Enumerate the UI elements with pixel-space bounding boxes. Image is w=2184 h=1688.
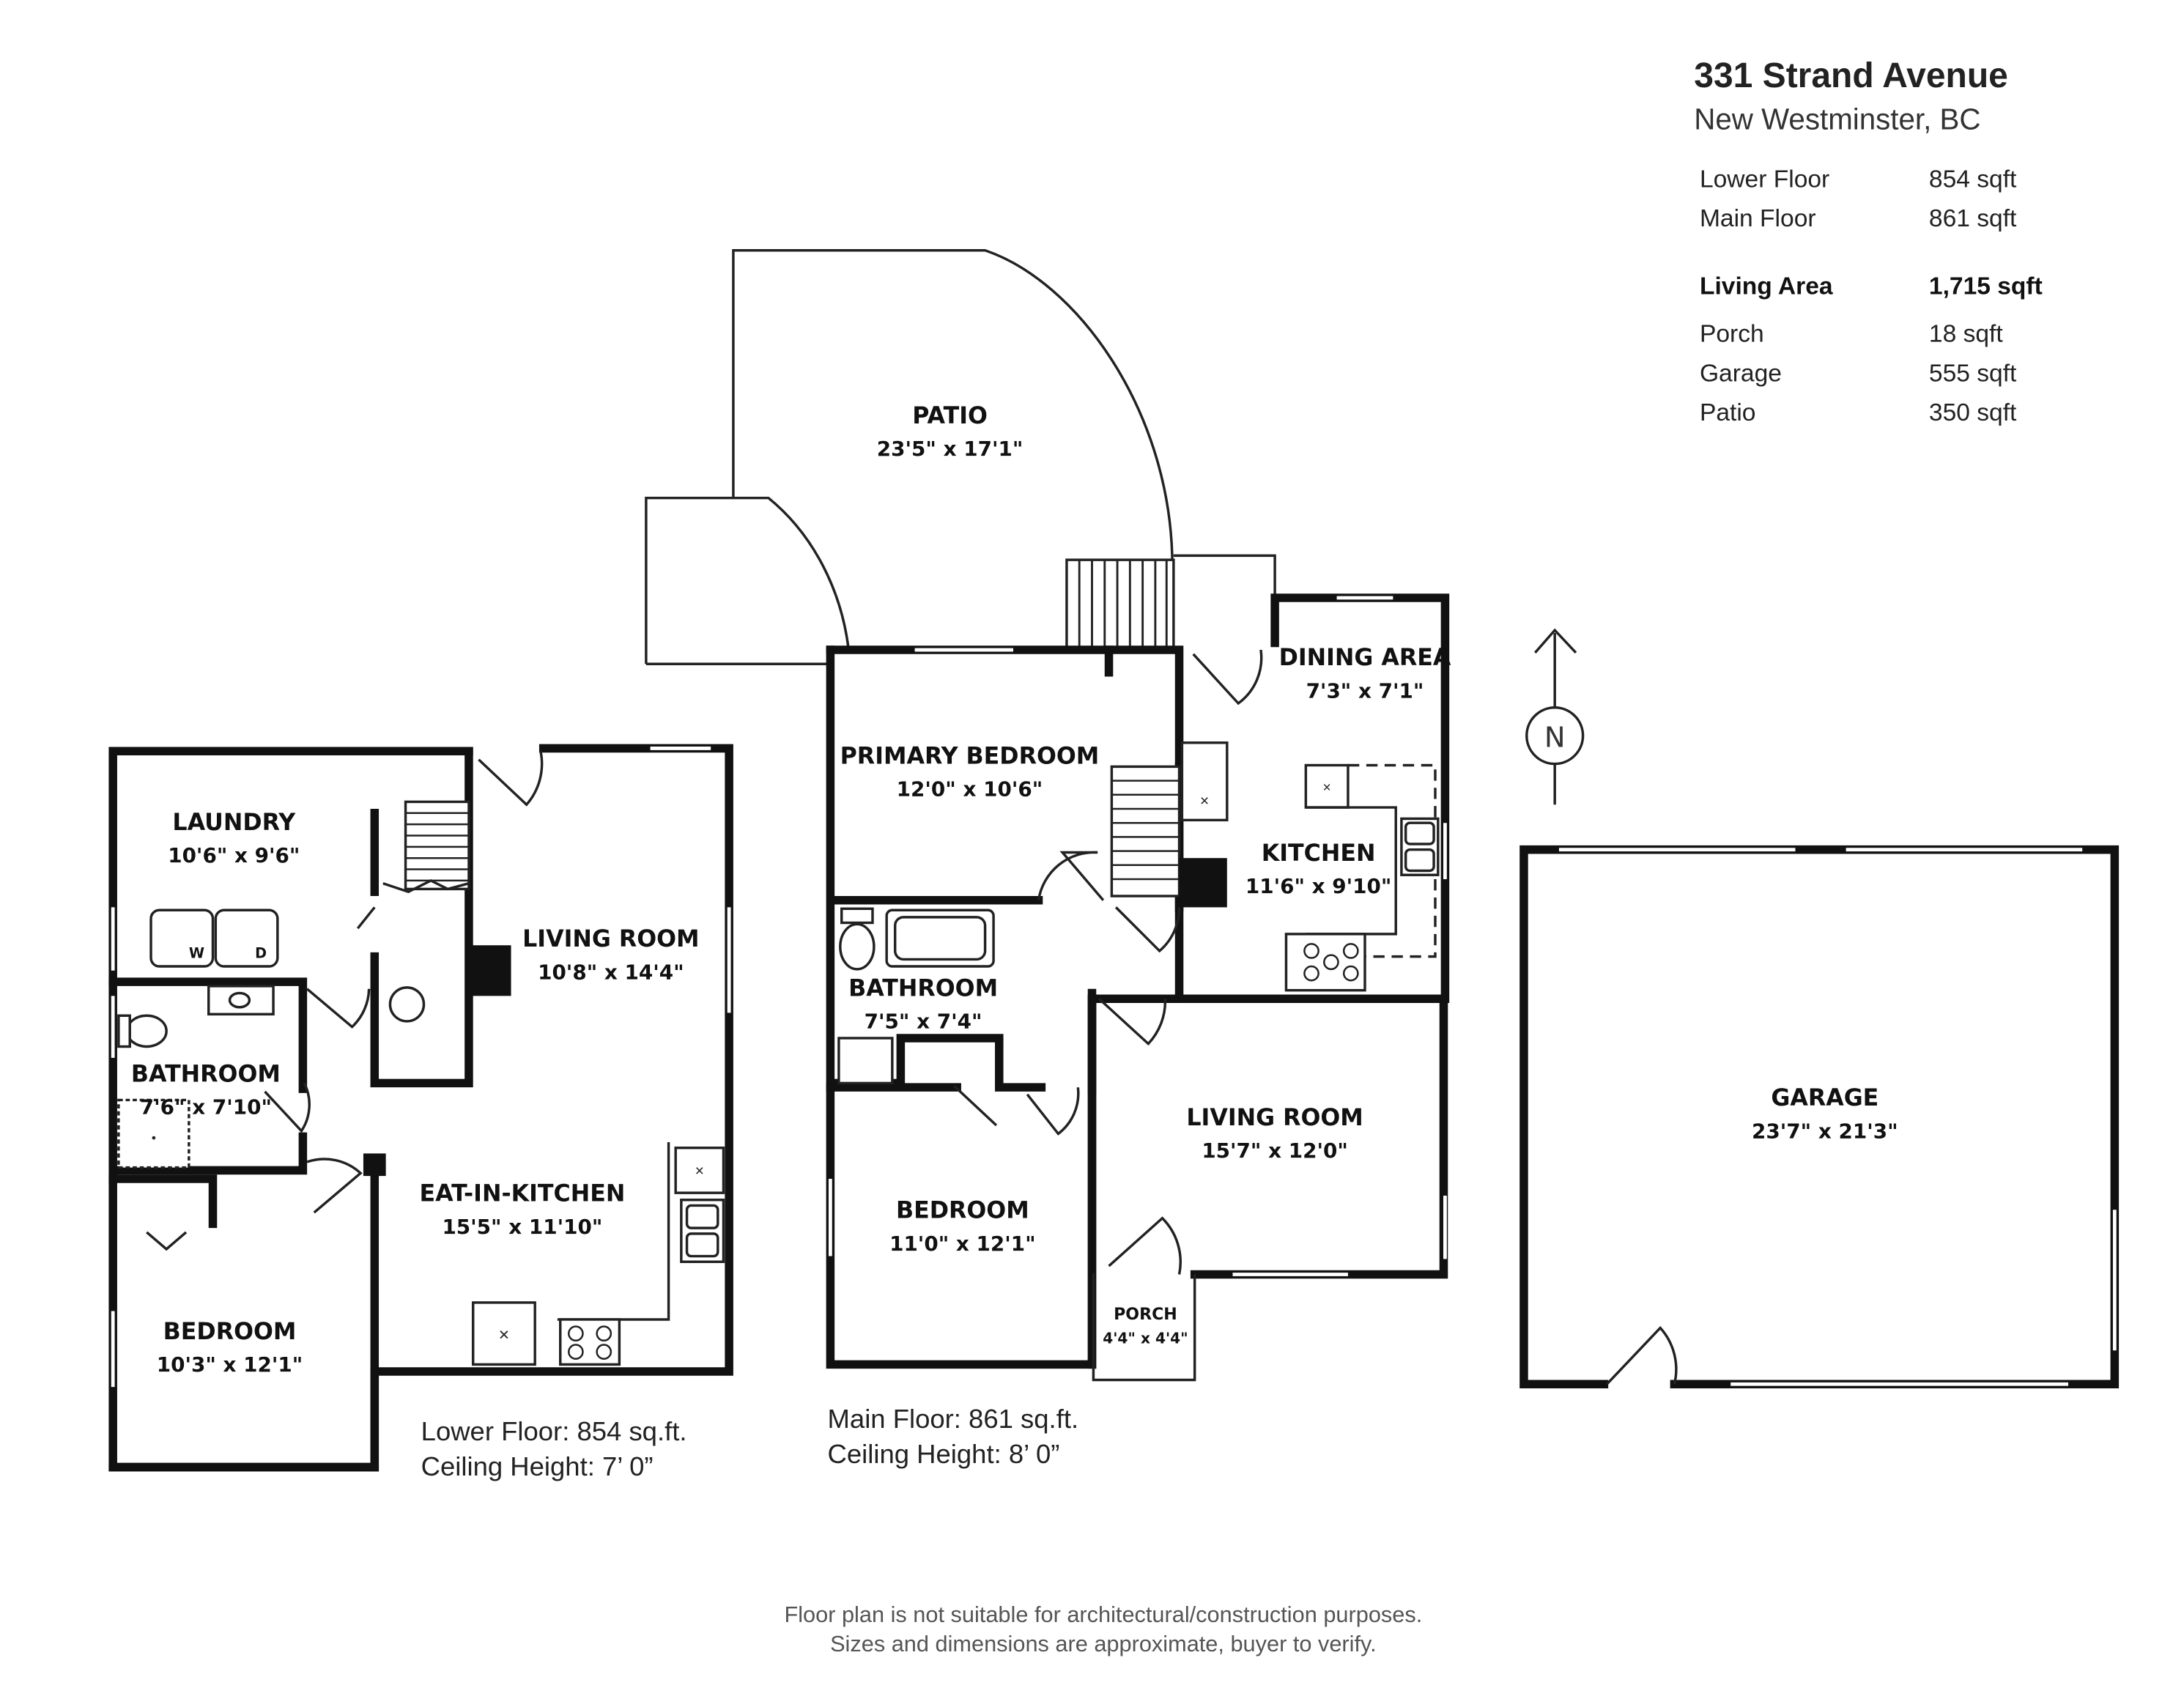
- address-title: 331 Strand Avenue: [1694, 56, 2008, 95]
- area-label-patio: Patio: [1700, 399, 1756, 426]
- room-label-kitchen: KITCHEN: [1262, 840, 1376, 867]
- north-compass-icon: N: [1525, 628, 1585, 805]
- room-label-main-bedroom: BEDROOM: [896, 1198, 1029, 1224]
- washer-label: W: [189, 945, 204, 962]
- main-floor-area-note: Main Floor: 861 sq.ft.: [828, 1404, 1079, 1434]
- svg-text:×: ×: [1323, 780, 1331, 796]
- area-value-garage: 555 sqft: [1929, 360, 2017, 387]
- main-floor-ceiling-note: Ceiling Height: 8’ 0”: [828, 1439, 1060, 1469]
- room-dim-lower-bedroom: 10'3" x 12'1": [157, 1352, 303, 1377]
- lower-floor-area-note: Lower Floor: 854 sq.ft.: [421, 1416, 687, 1446]
- room-dim-dining-area: 7'3" x 7'1": [1306, 678, 1424, 703]
- room-label-lower-living-room: LIVING ROOM: [522, 926, 699, 952]
- room-label-eat-in-kitchen: EAT-IN-KITCHEN: [419, 1181, 625, 1207]
- garage: [1519, 845, 2120, 1389]
- room-dim-lower-bathroom: 7'6" x 7'10": [140, 1095, 272, 1119]
- room-labels: PATIO 23'5" x 17'1" LAUNDRY 10'6" x 9'6"…: [131, 403, 1898, 1377]
- area-value-living-area: 1,715 sqft: [1929, 273, 2043, 300]
- room-label-lower-bedroom: BEDROOM: [163, 1319, 297, 1345]
- room-dim-main-living-room: 15'7" x 12'0": [1202, 1139, 1348, 1163]
- svg-text:•: •: [152, 1130, 156, 1145]
- lower-floor: W D • × ×: [108, 744, 733, 1472]
- area-table: Lower Floor 854 sqft Main Floor 861 sqft…: [1700, 166, 2043, 426]
- compass-north-label: N: [1544, 722, 1566, 755]
- area-value-main-floor: 861 sqft: [1929, 205, 2017, 232]
- room-dim-porch: 4'4" x 4'4": [1103, 1330, 1188, 1347]
- room-label-lower-bathroom: BATHROOM: [131, 1061, 281, 1087]
- room-dim-kitchen: 11'6" x 9'10": [1245, 874, 1392, 898]
- disclaimer-line-2: Sizes and dimensions are approximate, bu…: [830, 1631, 1377, 1656]
- room-label-main-bathroom: BATHROOM: [848, 975, 998, 1002]
- area-label-porch: Porch: [1700, 321, 1764, 348]
- area-label-garage: Garage: [1700, 360, 1782, 387]
- room-label-main-living-room: LIVING ROOM: [1186, 1105, 1363, 1131]
- disclaimer-line-1: Floor plan is not suitable for architect…: [784, 1602, 1422, 1627]
- room-label-primary-bedroom: PRIMARY BEDROOM: [840, 744, 1100, 770]
- room-label-dining-area: DINING AREA: [1279, 645, 1451, 671]
- property-header: 331 Strand Avenue New Westminster, BC: [1694, 56, 2008, 136]
- room-label-laundry: LAUNDRY: [172, 810, 296, 836]
- area-label-lower-floor: Lower Floor: [1700, 166, 1829, 193]
- room-dim-patio: 23'5" x 17'1": [877, 437, 1023, 461]
- room-dim-lower-living-room: 10'8" x 14'4": [538, 960, 684, 984]
- room-label-garage: GARAGE: [1771, 1085, 1878, 1111]
- lower-floor-ceiling-note: Ceiling Height: 7’ 0”: [421, 1451, 654, 1481]
- area-value-lower-floor: 854 sqft: [1929, 166, 2017, 193]
- svg-text:×: ×: [499, 1325, 510, 1345]
- area-value-patio: 350 sqft: [1929, 399, 2017, 426]
- area-label-living-area: Living Area: [1700, 273, 1833, 300]
- dryer-label: D: [255, 945, 267, 962]
- room-dim-garage: 23'7" x 21'3": [1752, 1119, 1898, 1143]
- city-subtitle: New Westminster, BC: [1694, 103, 1980, 136]
- room-dim-main-bedroom: 11'0" x 12'1": [889, 1232, 1036, 1256]
- room-dim-primary-bedroom: 12'0" x 10'6": [897, 777, 1043, 802]
- room-dim-eat-in-kitchen: 15'5" x 11'10": [442, 1215, 602, 1239]
- svg-text:×: ×: [1200, 793, 1209, 810]
- main-floor: × ×: [826, 593, 1450, 1382]
- room-dim-laundry: 10'6" x 9'6": [168, 843, 300, 867]
- room-dim-main-bathroom: 7'5" x 7'4": [865, 1010, 982, 1034]
- room-label-porch: PORCH: [1114, 1306, 1177, 1324]
- area-value-porch: 18 sqft: [1929, 321, 2003, 348]
- room-label-patio: PATIO: [912, 403, 988, 429]
- svg-text:×: ×: [695, 1163, 704, 1180]
- area-label-main-floor: Main Floor: [1700, 205, 1816, 232]
- disclaimer: Floor plan is not suitable for architect…: [784, 1602, 1422, 1656]
- floor-notes: Lower Floor: 854 sq.ft. Ceiling Height: …: [421, 1404, 1078, 1481]
